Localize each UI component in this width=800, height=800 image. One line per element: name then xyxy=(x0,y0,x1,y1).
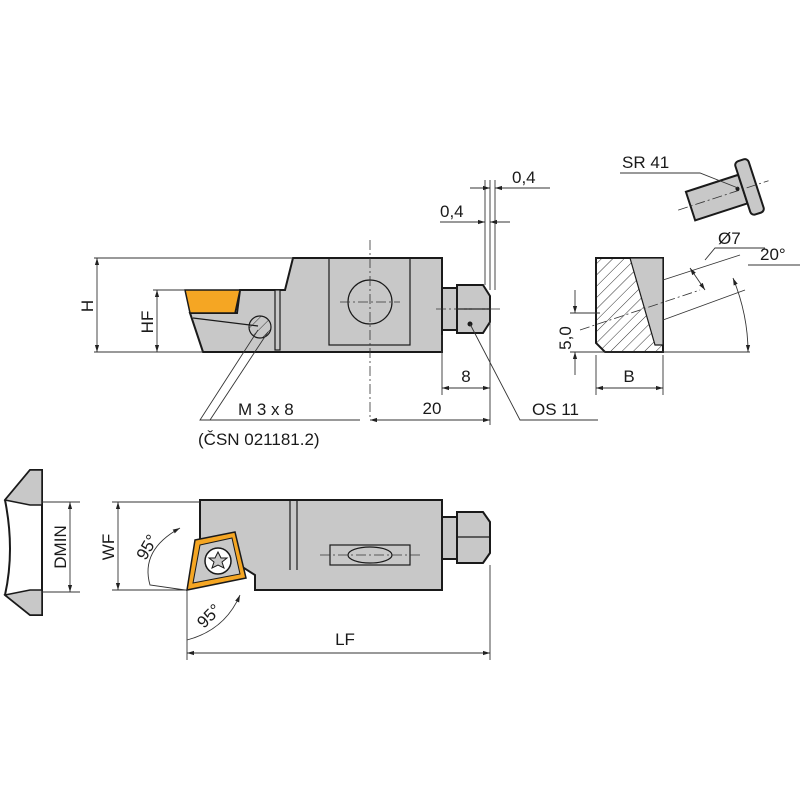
dimensions-top: H HF 8 20 0,4 0,4 OS 11 M 3 x 8 (ČSN 021… xyxy=(78,168,598,449)
insert-side xyxy=(184,289,241,314)
tol-label-2: 0,4 xyxy=(440,202,464,221)
dmin-profile: DMIN xyxy=(3,469,80,616)
section-view: 5,0 B Ø7 20° xyxy=(556,229,800,395)
h-label: H xyxy=(78,300,97,312)
dmin-label: DMIN xyxy=(51,525,70,568)
lf-label: LF xyxy=(335,630,355,649)
angle-label: 20° xyxy=(760,245,786,264)
os-label: OS 11 xyxy=(532,400,579,419)
dim-5-label: 5,0 xyxy=(556,326,575,350)
screw-label: M 3 x 8 xyxy=(238,400,294,419)
dia-label: Ø7 xyxy=(718,229,741,248)
standard-label: (ČSN 021181.2) xyxy=(198,430,320,449)
wf-label: WF xyxy=(99,534,118,560)
sr-label: SR 41 xyxy=(622,153,669,172)
hf-label: HF xyxy=(138,311,157,334)
side-view xyxy=(184,240,500,420)
angle-95-1: 95° xyxy=(133,531,162,563)
tol-label-1: 0,4 xyxy=(512,168,536,187)
dim-8: 8 xyxy=(461,367,470,386)
angle-95-2: 95° xyxy=(193,600,225,632)
b-label: B xyxy=(623,367,634,386)
clamp-screw-detail xyxy=(678,158,769,222)
clamp-block xyxy=(328,257,411,346)
screw-icon xyxy=(248,315,272,339)
dim-20: 20 xyxy=(423,399,442,418)
top-view xyxy=(186,499,491,591)
